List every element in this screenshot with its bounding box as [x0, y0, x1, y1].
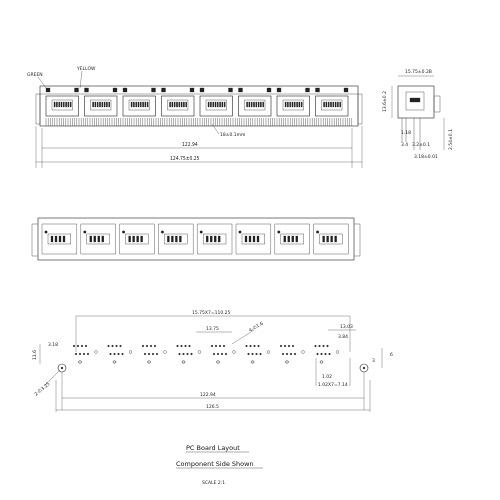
pcb-subtitle: Component Side Shown — [176, 460, 254, 468]
side-dim-d: 3.18±0.01 — [414, 154, 438, 160]
pcb-hole-group — [72, 344, 98, 364]
pcb-dim-left-small: 3.18 — [48, 342, 58, 348]
top-port — [274, 223, 310, 255]
pcb-hole-group — [210, 344, 236, 364]
front-view: GREEN YELLOW 18±0.1mm 122.94 124.75±0.25 — [27, 66, 363, 168]
pcb-hole-group — [107, 344, 133, 364]
top-view-body — [37, 217, 355, 261]
front-port — [238, 87, 272, 117]
side-dim-e: 2.54±0.1 — [448, 129, 454, 150]
pcb-dim-right: 13.03 — [340, 324, 353, 330]
top-view — [31, 217, 361, 261]
led-green-label: GREEN — [27, 72, 43, 78]
pcb-layout: 15.75X7=110.25 13.75 4-∅1.6 13.03 3.84 1… — [32, 310, 393, 486]
front-port — [122, 87, 156, 117]
pcb-title: PC Board Layout — [186, 444, 240, 452]
front-dim-overall: 124.75±0.25 — [170, 156, 200, 162]
top-port — [197, 223, 233, 255]
front-port — [199, 87, 233, 117]
front-port — [315, 87, 349, 117]
pcb-dim-bot-a: 1.02 — [322, 374, 332, 380]
pcb-hole-group — [279, 344, 305, 364]
pcb-dim-bot-b: 1.02X7=7.14 — [318, 382, 348, 388]
pin-note: 18±0.1mm — [220, 132, 245, 138]
top-port — [235, 223, 271, 255]
front-port — [161, 87, 195, 117]
front-port — [45, 87, 79, 117]
front-port — [276, 87, 310, 117]
pcb-dim-span: 15.75X7=110.25 — [192, 310, 230, 316]
pcb-dim-left-vert: 11.6 — [32, 350, 38, 360]
front-dim-inner: 122.94 — [182, 142, 198, 148]
pcb-hole-group — [141, 344, 167, 364]
pcb-scale: SCALE 2:1 — [202, 480, 225, 486]
top-port — [80, 223, 116, 255]
pcb-dim-rt-a: 6 — [390, 352, 393, 358]
pcb-hole-group — [176, 344, 202, 364]
top-port — [313, 223, 349, 255]
pcb-dim-outer: 126.5 — [206, 404, 219, 410]
pcb-dim-r1: 3.84 — [338, 334, 348, 340]
pcb-dim-pitch: 13.75 — [206, 326, 219, 332]
side-dim-a: 1.18 — [401, 130, 411, 136]
top-port — [119, 223, 155, 255]
led-yellow-label: YELLOW — [76, 66, 96, 72]
side-view: 15.75±0.2B 13.6±0.2 1.18 3.4 3.2±0.1 3.1… — [382, 69, 454, 160]
pcb-hole-group — [245, 344, 271, 364]
side-dim-height: 13.6±0.2 — [382, 91, 388, 112]
top-port — [41, 223, 77, 255]
pcb-dim-rt-b: 3 — [372, 358, 375, 364]
top-port — [158, 223, 194, 255]
front-port — [84, 87, 118, 117]
pcb-dim-mount: 2-∅3.25 — [33, 381, 51, 398]
side-dim-top: 15.75±0.2B — [405, 69, 432, 75]
pcb-dim-inner: 122.94 — [200, 392, 216, 398]
pcb-hole-group — [314, 344, 340, 364]
side-dim-b: 3.4 — [401, 142, 408, 148]
pcb-dim-hole: 4-∅1.6 — [248, 321, 265, 334]
side-dim-c: 3.2±0.1 — [412, 142, 430, 148]
